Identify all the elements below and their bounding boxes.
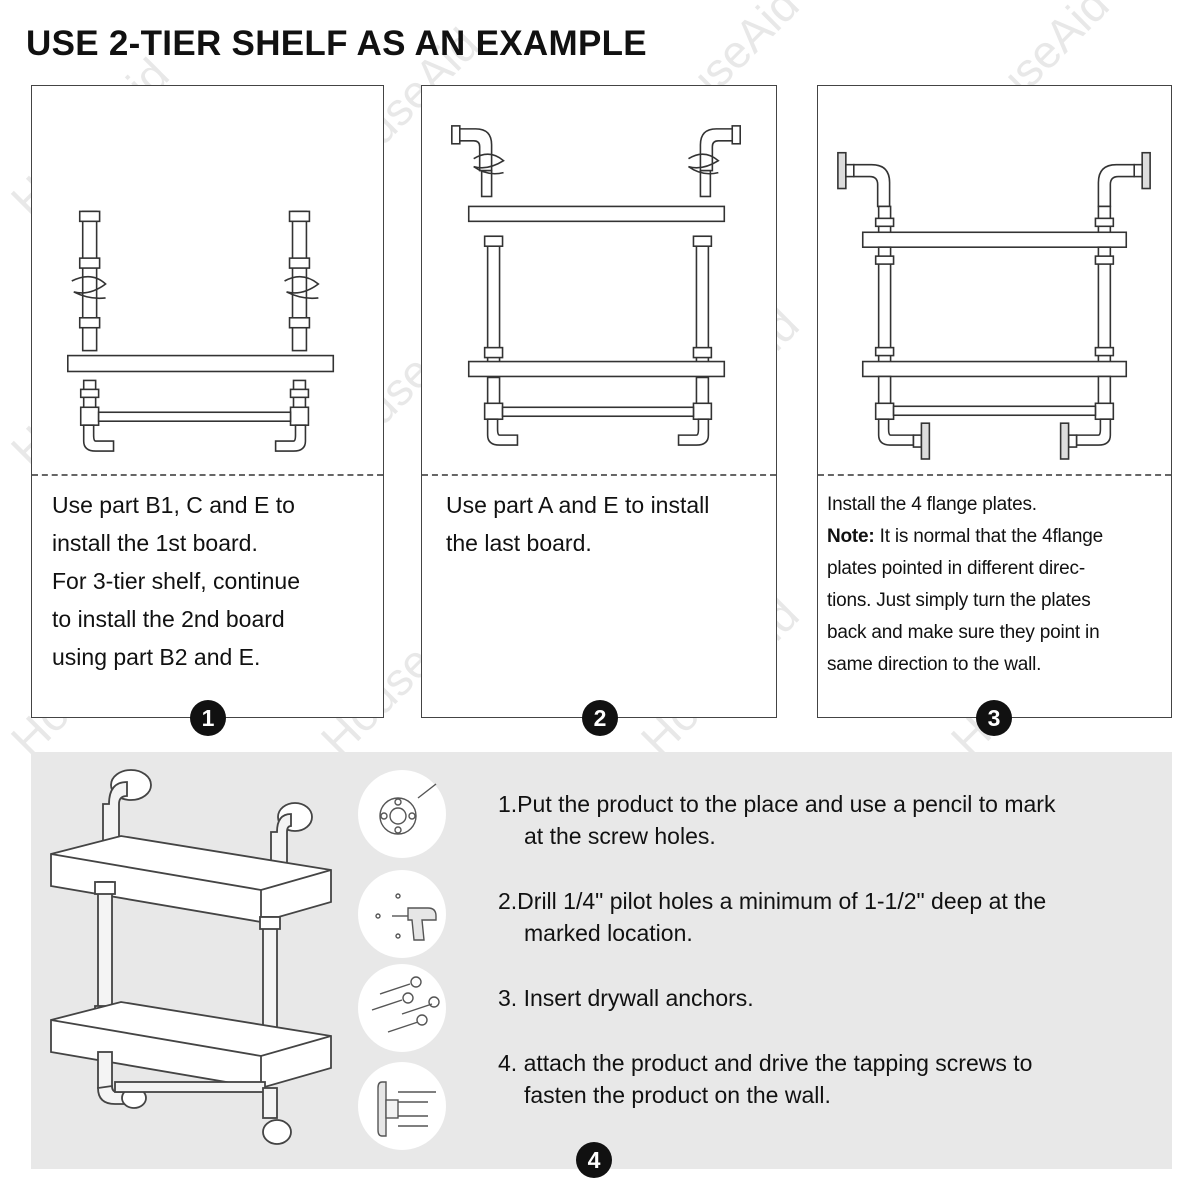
instruction-line: tions. Just simply turn the plates [827,590,1091,611]
step-1-illustration [67,210,335,452]
step-3-illustration [837,151,1151,460]
shelf-perspective-illustration [50,769,332,1145]
step-text: 1.Put the product to the place and use a… [498,791,1056,817]
mount-step-3: 3. Insert drywall anchors. [498,982,1158,1014]
step-2-badge: 2 [582,700,618,736]
step-4-badge: 4 [576,1142,612,1178]
note-text: It is normal that the 4flange [874,526,1104,547]
wall-mount-section: 1.Put the product to the place and use a… [31,752,1172,1169]
instruction-line: plates pointed in different direc- [827,558,1085,579]
step-text: 4. attach the product and drive the tapp… [498,1050,1033,1076]
instruction-line: the last board. [446,530,592,556]
step-1-badge: 1 [190,700,226,736]
instruction-line: back and make sure they point in [827,622,1100,643]
step-text: at the screw holes. [524,823,716,849]
instruction-line: to install the 2nd board [52,606,285,632]
step-2-instructions: Use part A and E to install the last boa… [446,486,764,562]
instruction-line: Use part B1, C and E to [52,492,295,518]
step-3-instructions: Install the 4 flange plates. Note: It is… [827,489,1167,681]
flange-marking-icon [358,770,446,858]
step-text: fasten the product on the wall. [524,1082,831,1108]
mount-step-4: 4. attach the product and drive the tapp… [498,1047,1158,1111]
instruction-line: using part B2 and E. [52,644,261,670]
step-3-badge: 3 [976,700,1012,736]
step-2-illustration [451,125,741,446]
instruction-line: same direction to the wall. [827,654,1042,675]
page-title: USE 2-TIER SHELF AS AN EXAMPLE [26,24,647,63]
note-label: Note: [827,526,875,547]
step-3-panel: Install the 4 flange plates. Note: It is… [817,85,1172,718]
instruction-line: Use part A and E to install [446,492,710,518]
step-text: 2.Drill 1/4" pilot holes a minimum of 1-… [498,888,1047,914]
screw-flange-icon [358,1062,446,1150]
step-text: marked location. [524,920,693,946]
step-1-panel: Use part B1, C and E to install the 1st … [31,85,384,718]
instruction-line: install the 1st board. [52,530,258,556]
step-1-instructions: Use part B1, C and E to install the 1st … [52,486,371,676]
step-text: 3. Insert drywall anchors. [498,985,754,1011]
divider [422,474,776,476]
divider [818,474,1171,476]
drill-icon [358,870,446,958]
mount-step-1: 1.Put the product to the place and use a… [498,788,1158,852]
divider [32,474,383,476]
instruction-line: Install the 4 flange plates. [827,494,1037,515]
instruction-line: For 3-tier shelf, continue [52,568,301,594]
step-2-panel: Use part A and E to install the last boa… [421,85,777,718]
mount-step-2: 2.Drill 1/4" pilot holes a minimum of 1-… [498,885,1158,949]
drywall-anchor-icon [358,964,446,1052]
note-line: Note: It is normal that the 4flange [827,521,1167,553]
